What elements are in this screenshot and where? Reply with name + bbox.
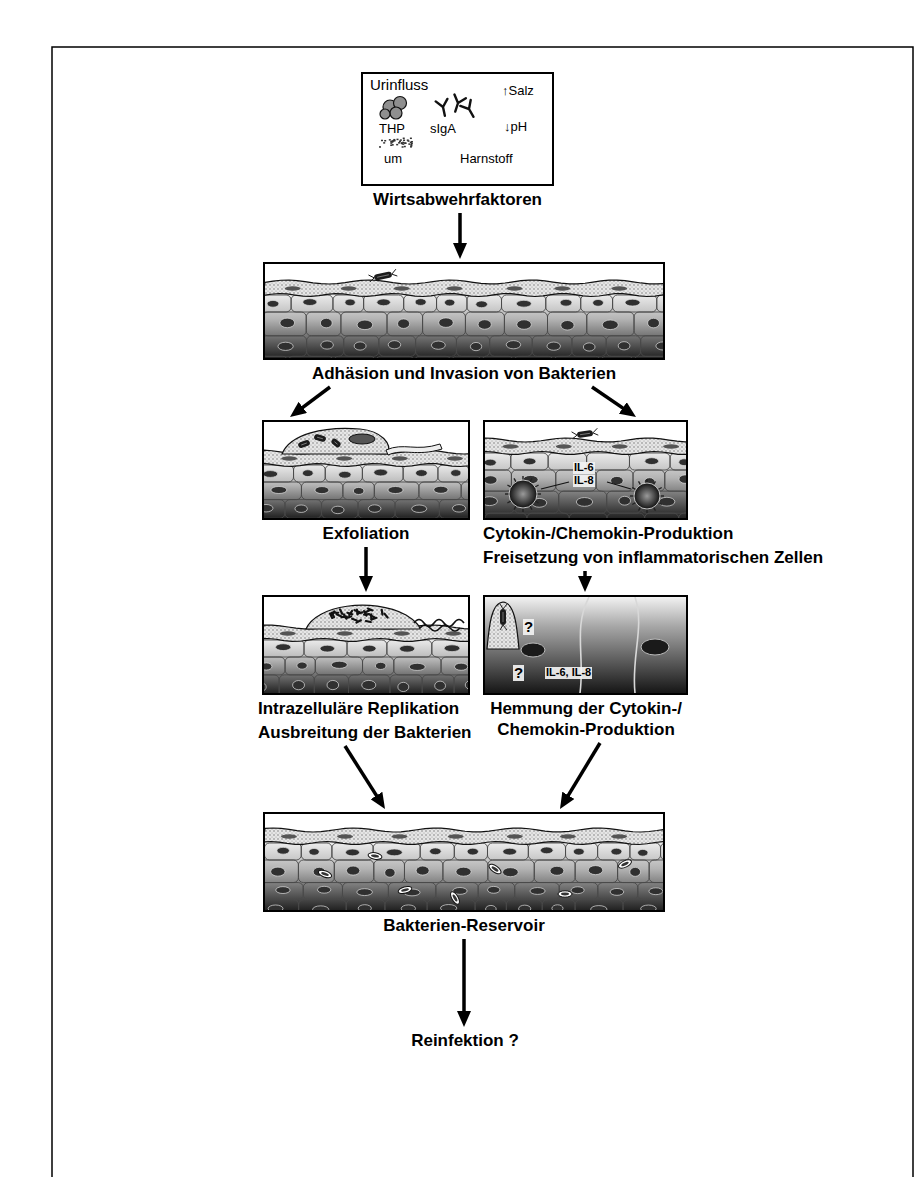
epithelium-illustration bbox=[265, 264, 663, 358]
flow-arrow bbox=[295, 387, 330, 413]
illustration-panel bbox=[263, 812, 665, 912]
panel-label: ↑Salz bbox=[501, 84, 535, 98]
illustration-panel: UrinflussTHP sIgA ↑Salz ↓pH um Harnstoff bbox=[361, 72, 554, 186]
flow-arrow bbox=[462, 939, 466, 1021]
epithelium-illustration bbox=[264, 597, 468, 693]
caption-text: Adhäsion und Invasion von Bakterien bbox=[263, 363, 665, 384]
caption-text: Wirtsabwehrfaktoren bbox=[361, 189, 554, 210]
flow-arrow bbox=[563, 743, 600, 804]
flow-arrow bbox=[592, 387, 631, 414]
epithelium-illustration bbox=[265, 814, 663, 910]
flow-arrow bbox=[583, 571, 587, 586]
caption-text: Exfoliation bbox=[262, 523, 470, 544]
adhesion-panel: Adhäsion und Invasion von Bakterien bbox=[263, 262, 665, 384]
caption-text: Hemmung der Cytokin-/ Chemokin-Produktio… bbox=[471, 698, 701, 740]
caption-text: Reinfektion ? bbox=[395, 1030, 535, 1051]
panel-label: ? bbox=[513, 665, 524, 681]
cytokine-panel: IL-6IL-8Cytokin-/Chemokin-ProduktionFrei… bbox=[483, 420, 824, 568]
outcome-text-node: Reinfektion ? bbox=[395, 1030, 535, 1051]
panel-label: Urinfluss bbox=[369, 77, 429, 93]
illustration-panel bbox=[262, 420, 470, 520]
panel-label: ↓pH bbox=[503, 120, 528, 134]
panel-label: um bbox=[383, 152, 403, 166]
caption-text: Intrazelluläre Replikation bbox=[258, 698, 472, 719]
illustration-panel bbox=[263, 262, 665, 360]
inhibition-panel: ?? IL-6, IL-8Hemmung der Cytokin-/ Chemok… bbox=[471, 595, 701, 740]
caption-text: Cytokin-/Chemokin-Produktion bbox=[483, 523, 824, 544]
epithelium-illustration bbox=[264, 422, 468, 518]
flow-arrow bbox=[458, 213, 462, 253]
illustration-panel bbox=[262, 595, 470, 695]
caption-text: Freisetzung von inflammatorischen Zellen bbox=[483, 547, 824, 568]
panel-label: IL-8 bbox=[573, 475, 595, 487]
defense-factors-panel: UrinflussTHP sIgA ↑Salz ↓pH um HarnstoffWirts… bbox=[361, 72, 554, 210]
caption-text: Bakterien-Reservoir bbox=[263, 915, 665, 936]
exfoliation-panel: Exfoliation bbox=[262, 420, 470, 544]
reservoir-panel: Bakterien-Reservoir bbox=[263, 812, 665, 936]
illustration-panel: ?? IL-6, IL-8 bbox=[483, 595, 688, 695]
illustration-panel: IL-6IL-8 bbox=[483, 420, 688, 520]
panel-label: ? bbox=[523, 619, 534, 635]
panel-label: IL-6, IL-8 bbox=[545, 667, 592, 679]
panel-label: Harnstoff bbox=[459, 152, 514, 166]
caption-text: Ausbreitung der Bakterien bbox=[258, 722, 472, 743]
panel-label: THP bbox=[378, 122, 406, 136]
replication-panel: Intrazelluläre ReplikationAusbreitung de… bbox=[258, 595, 472, 743]
frame-line bbox=[52, 47, 913, 1177]
panel-label: IL-6 bbox=[573, 462, 595, 474]
flow-arrow bbox=[364, 547, 368, 586]
flow-arrow bbox=[345, 746, 382, 804]
panel-label: sIgA bbox=[429, 122, 457, 136]
